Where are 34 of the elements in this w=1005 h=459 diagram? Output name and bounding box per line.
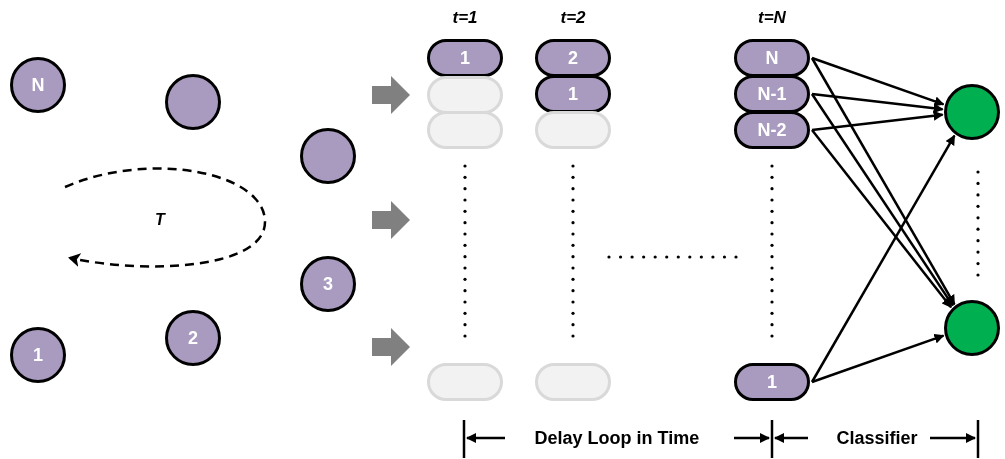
slot-pill: N [734, 39, 810, 77]
period-label: T [155, 211, 165, 229]
output-circle [944, 84, 1000, 140]
slot-pill: 1 [535, 75, 611, 113]
arrow [810, 134, 956, 383]
slot-pill: 2 [535, 39, 611, 77]
slot-pill: N-1 [734, 75, 810, 113]
arrow [811, 92, 944, 114]
empty-slot-pill [535, 111, 611, 149]
empty-slot-pill [427, 363, 503, 401]
arrow [810, 93, 954, 307]
arrow [811, 56, 945, 107]
node-circle: 3 [300, 256, 356, 312]
slot-pill: 1 [427, 39, 503, 77]
slot-pill: 1 [734, 363, 810, 401]
column-heading: t=N [758, 8, 786, 28]
dimension-label: Classifier [836, 427, 918, 449]
arrow [810, 57, 956, 306]
node-circle: 2 [165, 310, 221, 366]
arrow [811, 110, 944, 132]
dimension-label: Delay Loop in Time [534, 427, 700, 449]
empty-slot-pill [427, 111, 503, 149]
empty-slot-pill [535, 363, 611, 401]
column-heading: t=1 [452, 8, 478, 28]
arrow [811, 333, 945, 384]
node-circle [165, 74, 221, 130]
column-heading: t=2 [560, 8, 586, 28]
arrow [811, 129, 953, 309]
node-circle: 1 [10, 327, 66, 383]
node-circle: N [10, 57, 66, 113]
slot-pill: N-2 [734, 111, 810, 149]
output-circle [944, 300, 1000, 356]
node-circle [300, 128, 356, 184]
empty-slot-pill [427, 76, 503, 114]
